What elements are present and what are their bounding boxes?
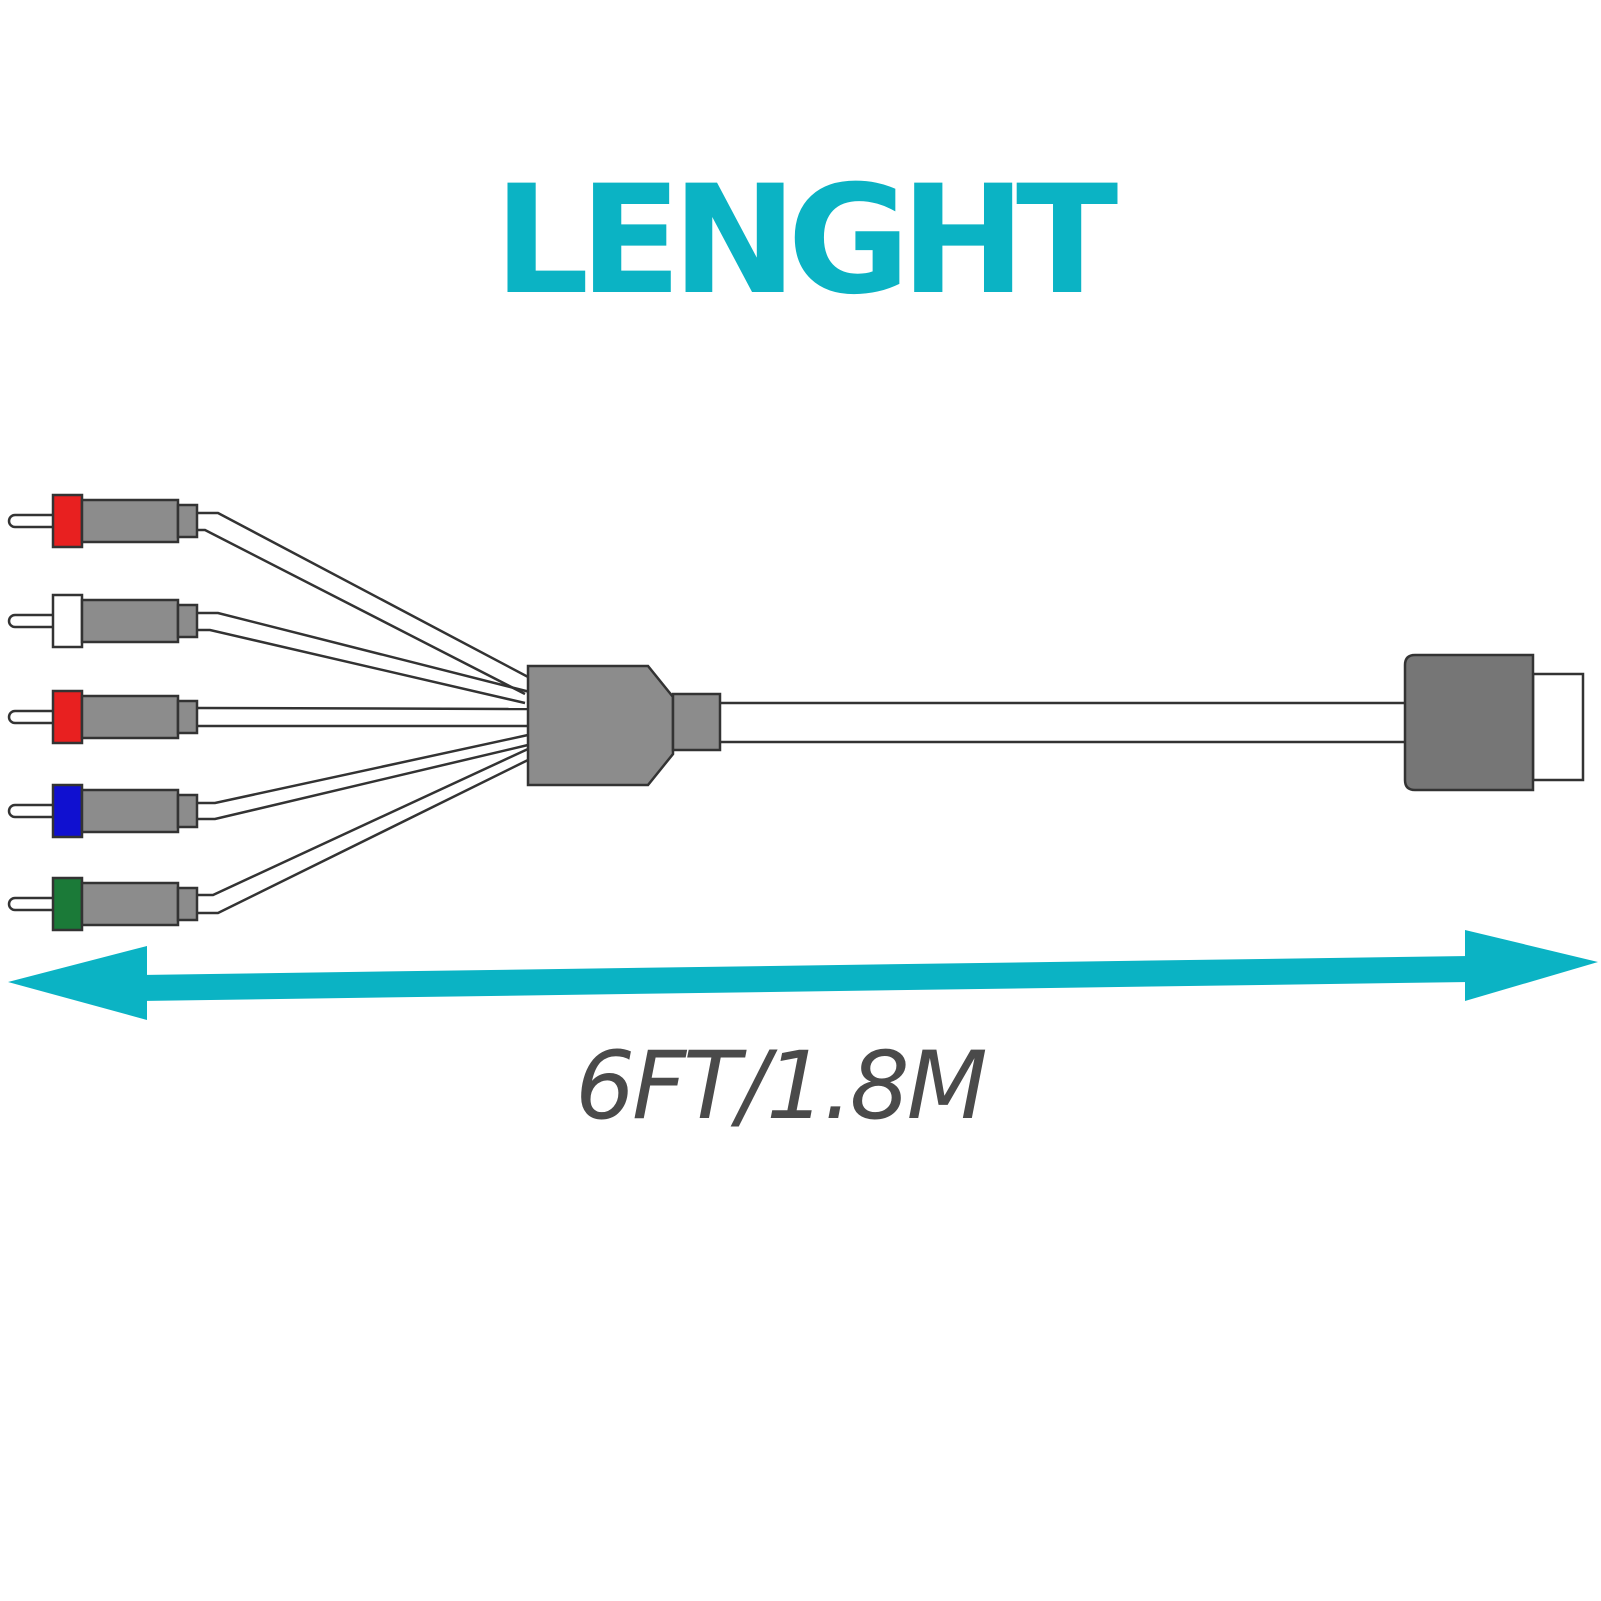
plug-body xyxy=(80,598,180,644)
main-cable xyxy=(720,701,1405,744)
plug-tail xyxy=(176,503,199,539)
arrow-shaft xyxy=(140,956,1470,1001)
title: LENGHT xyxy=(494,154,1118,328)
length-arrow xyxy=(8,930,1598,1020)
plug-color-band xyxy=(51,783,84,839)
multi-out-connector xyxy=(1403,653,1585,792)
plug-body xyxy=(80,498,180,544)
plug-tail xyxy=(176,603,199,639)
arrow-head-right xyxy=(1465,930,1598,1001)
plug-color-band xyxy=(51,593,84,649)
splitter-block xyxy=(526,664,722,787)
plug-tail xyxy=(176,793,199,829)
plug-pin xyxy=(7,803,61,819)
plug-pin xyxy=(7,709,61,725)
plug-pin xyxy=(7,896,61,912)
red-plug xyxy=(7,493,199,549)
plug-tail xyxy=(176,886,199,922)
arrow-head-left xyxy=(8,946,147,1020)
plug-body xyxy=(80,881,180,927)
green-plug xyxy=(7,876,199,932)
plug-color-band xyxy=(51,689,84,745)
blue-plug xyxy=(7,783,199,839)
plug-pin xyxy=(7,513,61,529)
red-plug-2 xyxy=(7,689,199,745)
plug-pin xyxy=(7,613,61,629)
plug-color-band xyxy=(51,493,84,549)
plug-body xyxy=(80,694,180,740)
rca-plugs xyxy=(7,493,199,932)
length-label: 6FT/1.8M xyxy=(575,1032,985,1141)
plug-tail xyxy=(176,699,199,735)
plug-body xyxy=(80,788,180,834)
plug-wires xyxy=(196,511,531,915)
plug-color-band xyxy=(51,876,84,932)
white-plug xyxy=(7,593,199,649)
